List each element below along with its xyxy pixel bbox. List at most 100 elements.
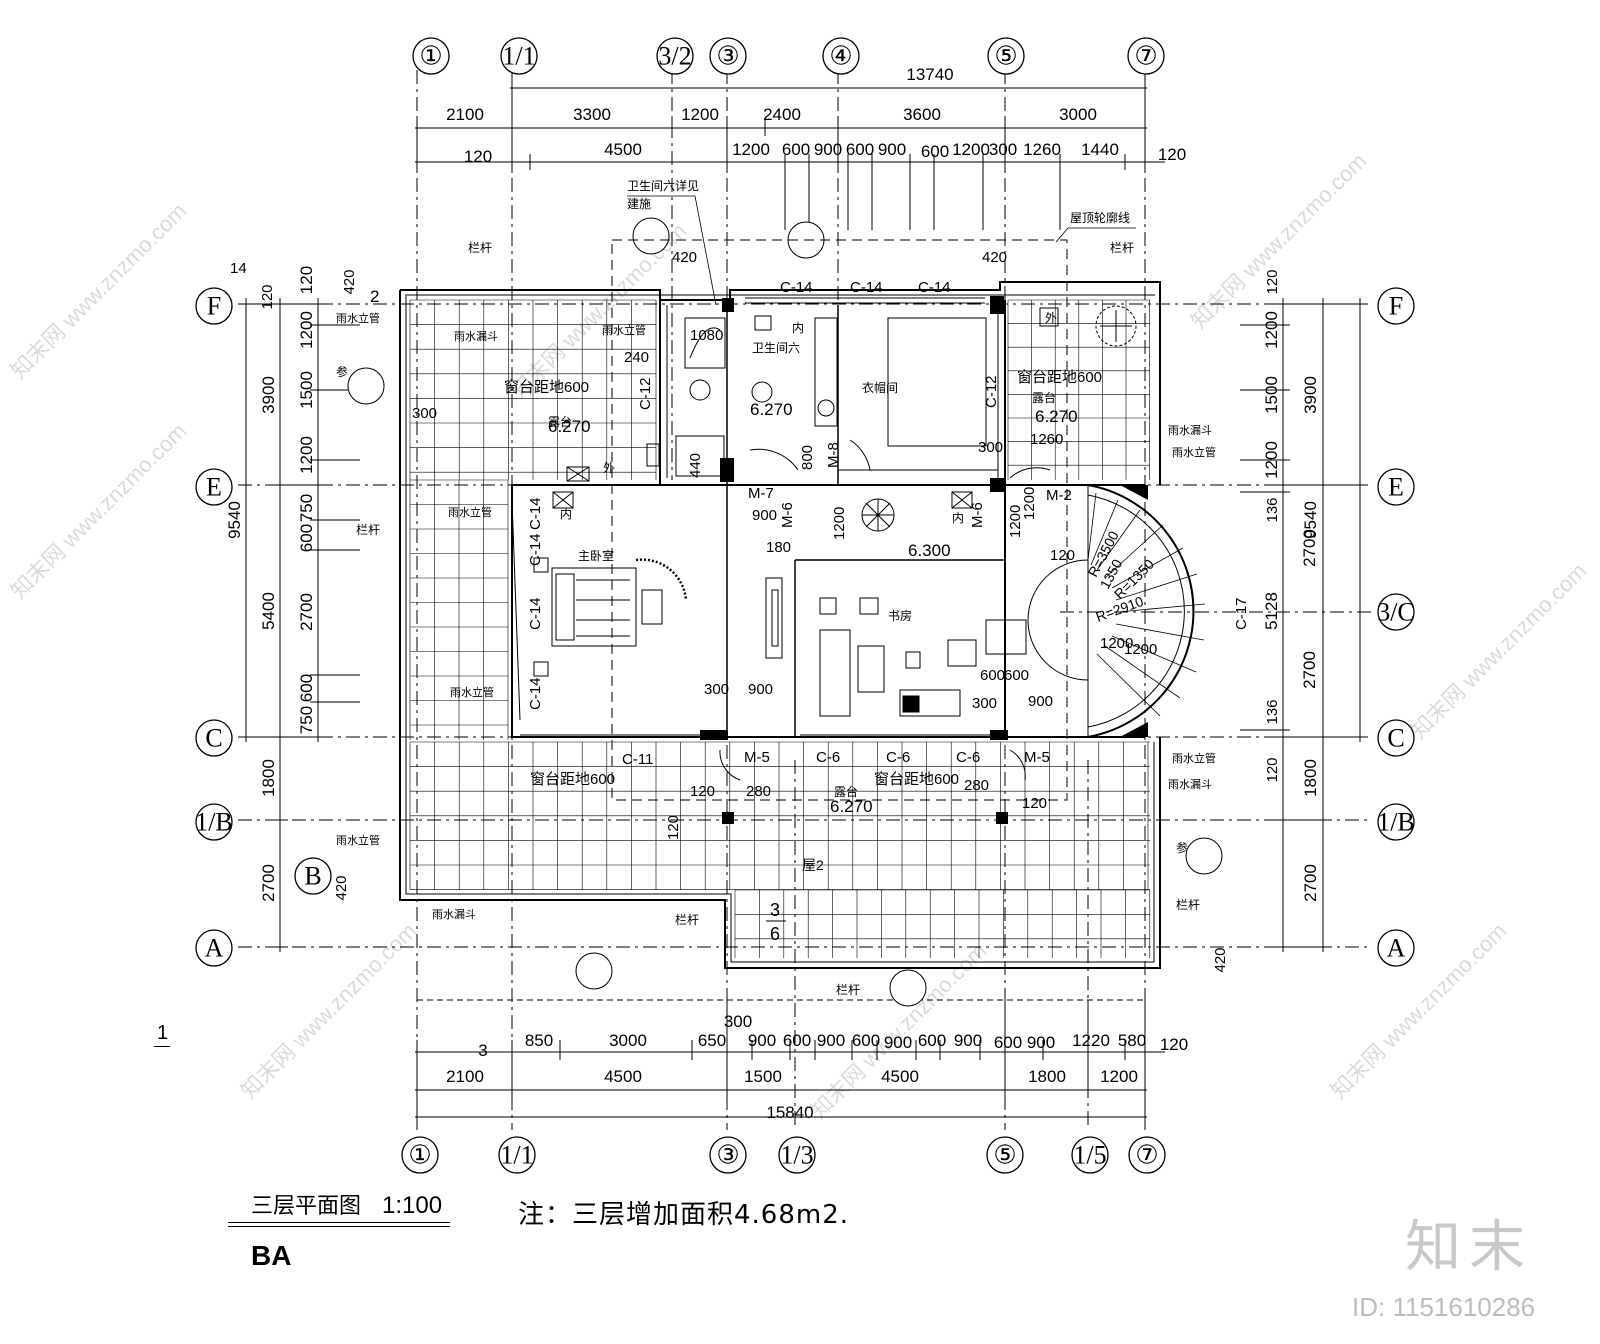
area-note: 注：三层增加面积4.68m2.	[518, 1200, 850, 1230]
dim-label: 120	[1264, 269, 1281, 294]
svg-text:F: F	[1389, 292, 1403, 321]
rain-hopper-label: 雨水漏斗	[1168, 424, 1212, 437]
window-tag: C-14	[527, 497, 544, 530]
svg-text:④: ④	[829, 42, 852, 71]
furniture	[533, 305, 1137, 717]
dim-label: 1200	[1007, 505, 1024, 538]
walls	[399, 281, 1206, 969]
dim-label: 1200	[1262, 311, 1281, 349]
watermark-text: 知末网 www.znzmo.com	[6, 198, 191, 383]
svg-text:1/1: 1/1	[500, 1141, 533, 1170]
dim-label: 600	[846, 140, 874, 159]
axis-bubble-bottom: 1/3	[778, 1136, 816, 1174]
svg-text:⑤: ⑤	[994, 42, 1017, 71]
axis-bubble-bottom: ⑤	[986, 1136, 1024, 1174]
dim-label: 600	[852, 1031, 880, 1050]
brand-id: ID: 1151610286	[1352, 1292, 1536, 1322]
window-tag: C-14	[527, 597, 544, 630]
dim-label: 120	[1050, 547, 1075, 564]
dim-label: 1200	[1021, 487, 1038, 520]
dim-label: 900	[814, 140, 842, 159]
dim-label: 5128	[1262, 592, 1281, 630]
desk-icon	[985, 619, 1027, 655]
downpipe-label: 雨水立管	[448, 505, 492, 519]
level-label: 6.300	[908, 541, 951, 560]
dim-label: 2	[370, 287, 379, 306]
watermark-text: 知末网 www.znzmo.com	[1186, 148, 1371, 333]
svg-text:C: C	[1387, 724, 1404, 753]
spiral-stair-icon	[861, 498, 895, 532]
door-tag: M-8	[825, 442, 842, 468]
title-underline	[228, 1226, 450, 1227]
railing-label: 栏杆	[836, 982, 860, 997]
left-dimensions: 9540 3900 5400 1800 2700 120 1200 1500 1…	[225, 260, 379, 952]
bathtub-icon	[675, 315, 773, 477]
dim-label: 1260	[1023, 140, 1061, 159]
dim-label: 2700	[1300, 529, 1319, 567]
reference-circle	[632, 217, 670, 255]
dim-total: 9540	[225, 501, 244, 539]
sill-label: 窗台距地600	[504, 378, 589, 396]
door-tag: M-6	[969, 502, 986, 528]
sofa-icon	[819, 597, 977, 717]
dim-label: 136	[1264, 497, 1281, 522]
bath-note: 建施	[627, 197, 651, 211]
dim-label: 2700	[1300, 651, 1319, 689]
axis-bubble-top: ⑤	[987, 37, 1025, 75]
dim-label: 900	[752, 507, 777, 524]
railing-label: 栏杆	[1176, 897, 1200, 912]
window-tag: C-12	[637, 377, 654, 410]
dim-label: 5400	[259, 592, 278, 630]
level-label: 6.270	[750, 400, 793, 419]
downpipe-label: 雨水立管	[1172, 445, 1216, 459]
svg-text:E: E	[1388, 473, 1404, 502]
dim-label: 120	[1264, 757, 1281, 782]
ref-label: 参	[336, 364, 348, 379]
dim-label: 136	[1264, 699, 1281, 724]
vent-box-icon	[552, 307, 1059, 509]
dim-label: 600	[1004, 667, 1029, 684]
dim-label: 120	[297, 266, 316, 294]
window-tag: C-11	[622, 751, 653, 768]
double-bed-icon	[533, 557, 637, 677]
axis-bubble-left: C	[195, 719, 233, 757]
downpipe-label: 雨水立管	[450, 685, 494, 699]
axis-bubble-right: C	[1377, 719, 1415, 757]
svg-text:A: A	[205, 934, 224, 963]
dim-label: 120	[1158, 145, 1186, 164]
inner-label: 内	[952, 511, 964, 525]
dim-label: 900	[817, 1031, 845, 1050]
door-tag: M-5	[744, 749, 770, 766]
outer-label: 外	[1045, 311, 1057, 325]
svg-text:1/B: 1/B	[1377, 808, 1415, 837]
axis-bubble-left: 1/B	[195, 803, 233, 841]
dim-label: 900	[748, 1031, 776, 1050]
axis-bubble-right: A	[1377, 929, 1415, 967]
dim-label: 900	[884, 1033, 912, 1052]
window-tag: C-17	[1233, 597, 1250, 630]
dim-label: 2400	[763, 105, 801, 124]
dim-label: 300	[724, 1012, 752, 1031]
dim-total: 9540	[1301, 501, 1320, 539]
axis-bubble-bottom: ①	[401, 1136, 439, 1174]
axis-bubble-right: F	[1377, 287, 1415, 325]
window-tag: C-14	[780, 279, 813, 296]
svg-text:B: B	[304, 862, 321, 891]
dim-label: 800	[799, 445, 816, 470]
dim-label: 1500	[1262, 376, 1281, 414]
svg-text:C: C	[205, 724, 222, 753]
brand-watermark: 知末	[1405, 1215, 1533, 1280]
dim-label: 2700	[297, 593, 316, 631]
room-label: 屋2	[802, 857, 824, 873]
dim-label: 1800	[1028, 1067, 1066, 1086]
dim-label: 120	[464, 147, 492, 166]
axis-bubble-bottom: 1/1	[498, 1136, 536, 1174]
sheet-code: BA	[251, 1240, 292, 1271]
svg-text:⑦: ⑦	[1134, 42, 1157, 71]
dim-label: 900	[954, 1031, 982, 1050]
svg-text:③: ③	[716, 42, 739, 71]
dim-label: 1200	[297, 436, 316, 474]
dim-label: 300	[412, 405, 437, 422]
door-tag: M-7	[748, 485, 774, 502]
